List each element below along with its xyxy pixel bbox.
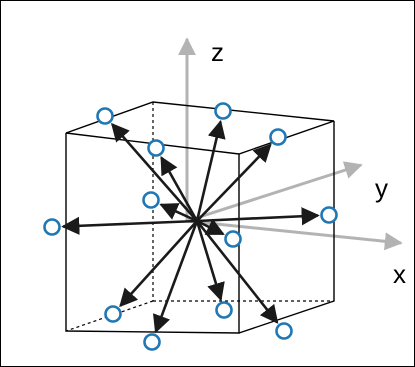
lattice-vector: [160, 156, 199, 222]
lattice-vector: [196, 218, 225, 236]
lattice-site-marker: [320, 206, 338, 224]
lattice-site-marker: [224, 230, 242, 248]
lattice-vector: [195, 119, 226, 222]
lattice-site-marker: [215, 301, 233, 319]
lattice-vector: [195, 220, 279, 324]
lattice-vector: [152, 220, 199, 334]
lattice-vector: [196, 143, 272, 222]
lattice-site-marker: [143, 333, 161, 351]
lattice-vector: [159, 203, 198, 223]
lattice-site-marker: [214, 102, 232, 120]
lattice-site-marker: [142, 191, 160, 209]
coordinate-axes: [178, 37, 403, 251]
lattice-vectors: [61, 119, 320, 334]
lattice-site-marker: [147, 139, 165, 157]
lattice-site-marker: [275, 322, 293, 340]
lattice-site-marker: [104, 305, 122, 323]
cube-hidden-edges: [65, 102, 334, 332]
axis-label-x: x: [393, 259, 406, 289]
lattice-site-marker: [43, 218, 61, 236]
lattice-vector: [195, 220, 225, 302]
lattice-site-marker: [269, 128, 287, 146]
lattice-site-marker: [96, 107, 114, 125]
lattice-vector: [119, 220, 198, 308]
axis-label-z: z: [211, 37, 224, 67]
lattice-vector: [61, 216, 198, 235]
y-axis: [186, 161, 363, 223]
axis-label-y: y: [375, 173, 388, 203]
lattice-vector: [111, 122, 198, 222]
lattice-vector: [196, 207, 320, 226]
lattice-sites: [43, 102, 338, 351]
